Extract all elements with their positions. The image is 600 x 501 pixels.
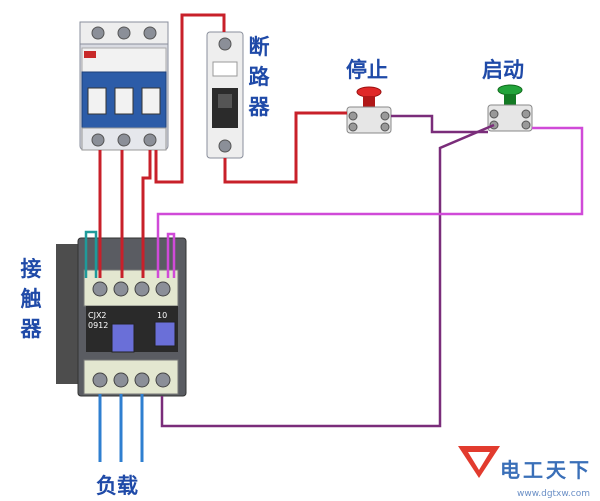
load-wires <box>98 394 144 462</box>
main-breaker <box>79 21 169 151</box>
contactor-rating: 0912 <box>88 321 108 330</box>
red-wires <box>98 13 347 278</box>
control-breaker <box>206 31 244 159</box>
start-button <box>487 84 533 132</box>
watermark-text: 电工天下 <box>500 458 592 482</box>
watermark-logo <box>458 446 500 478</box>
start-label: 启动 <box>482 58 524 82</box>
stop-label: 停止 <box>346 58 388 82</box>
contactor-label: 接触器 <box>20 257 42 341</box>
breaker-label: 断路器 <box>248 35 270 119</box>
contactor-aux: 10 <box>157 311 167 320</box>
watermark-url: www.dgtxw.com <box>516 489 590 499</box>
stop-button <box>346 86 392 134</box>
purple-wires <box>156 114 584 428</box>
load-label: 负载 <box>96 474 138 498</box>
contactor <box>56 237 187 397</box>
teal-jumper <box>84 230 98 278</box>
contactor-model: CJX2 <box>88 311 107 320</box>
